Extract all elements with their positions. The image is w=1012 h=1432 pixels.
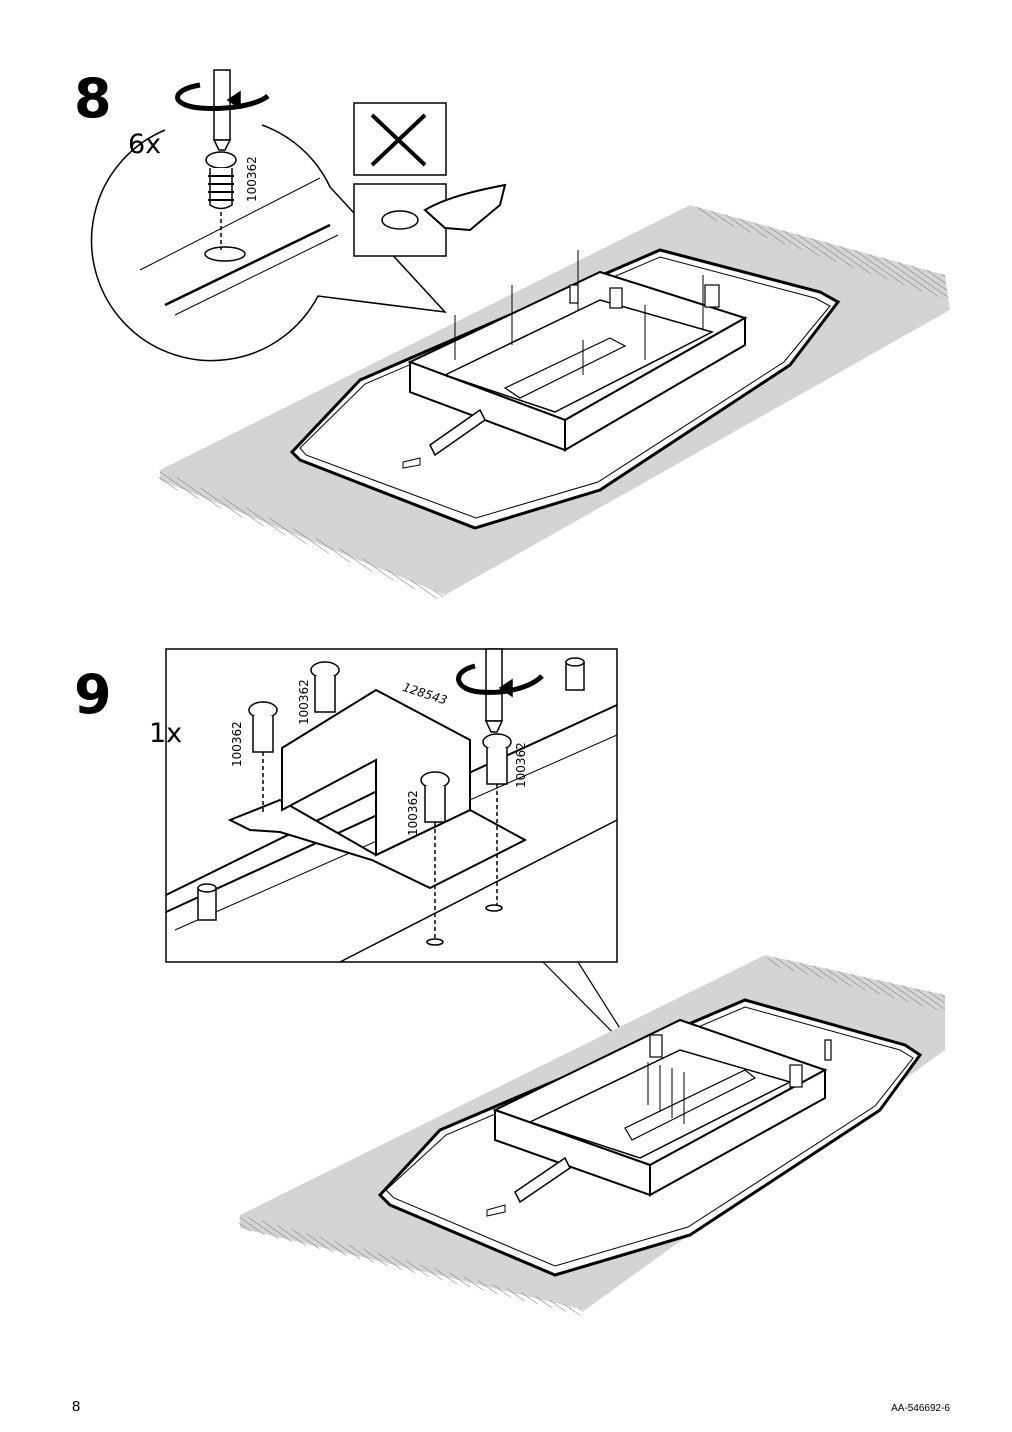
screw-step8 — [205, 151, 237, 250]
part-number: 100362 — [514, 742, 528, 788]
quantity-label: 1x — [149, 718, 183, 749]
document-code: AA-546692-6 — [891, 1403, 950, 1414]
screw-guides-step9 — [647, 1062, 685, 1124]
screws-step9 — [248, 661, 512, 946]
step-number: 9 — [74, 663, 112, 726]
warning-icons — [353, 102, 507, 257]
detail-box-step9 — [165, 648, 641, 1061]
step-number: 8 — [74, 67, 112, 130]
quantity-label: 6x — [128, 129, 162, 160]
part-number: 100362 — [230, 721, 244, 767]
screwdriver-step9 — [456, 648, 544, 733]
part-number: 100362 — [297, 679, 311, 725]
detail-circle-step8 — [90, 124, 447, 362]
part-number: 100362 — [245, 156, 259, 202]
screwdriver-step8 — [175, 69, 270, 151]
screw-guides-step8 — [454, 250, 704, 375]
page-number: 8 — [72, 1398, 81, 1415]
part-number: 100362 — [406, 790, 420, 836]
